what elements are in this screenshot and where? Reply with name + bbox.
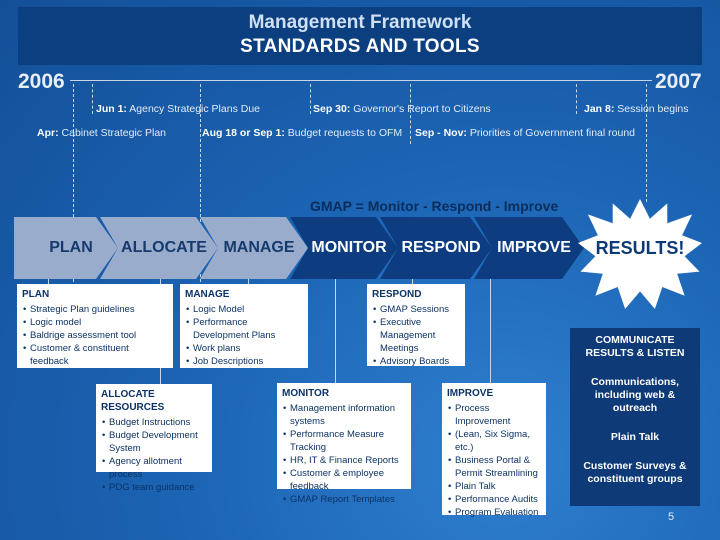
timeline-guide <box>200 84 201 282</box>
date-jun1: Jun 1: Agency Strategic Plans Due <box>96 103 261 115</box>
results-label: RESULTS! <box>595 238 685 258</box>
list-item: Strategic Plan guidelines <box>23 303 168 316</box>
list-item: Work plans <box>186 342 303 355</box>
list-item: Job Descriptions <box>186 355 303 368</box>
manage-box: MANAGE Logic Model Performance Developme… <box>180 284 308 368</box>
list-item: PDG team guidance <box>102 481 207 494</box>
list-item: Process Improvement <box>448 402 541 428</box>
header-banner: Management Framework STANDARDS AND TOOLS <box>18 7 702 65</box>
improve-box: IMPROVE Process Improvement (Lean, Six S… <box>442 383 546 519</box>
phase-allocate-label: ALLOCATE <box>121 239 207 256</box>
list-item: GMAP Sessions <box>373 303 460 316</box>
date-apr: Apr: Cabinet Strategic Plan <box>37 127 166 139</box>
list-item: Performance Development Plans <box>186 316 303 342</box>
timeline-guide <box>576 84 577 114</box>
list-item: (Lean, Six Sigma, etc.) <box>448 428 541 454</box>
list-item: HR, IT & Finance Reports <box>283 454 406 467</box>
respond-box-title: RESPOND <box>372 289 422 300</box>
communicate-panel: COMMUNICATE RESULTS & LISTEN Communicati… <box>570 328 700 506</box>
phase-respond-label: RESPOND <box>401 239 481 256</box>
phase-improve-label: IMPROVE <box>497 239 571 256</box>
list-item: Executive Management Meetings <box>373 316 460 355</box>
header-subtitle: STANDARDS AND TOOLS <box>240 36 480 57</box>
list-item: Performance Measure Tracking <box>283 428 406 454</box>
list-item: Customer & constituent feedback <box>23 342 168 368</box>
list-item: Program Evaluation <box>448 506 541 519</box>
list-item: Plain Talk <box>448 480 541 493</box>
phase-monitor-arrow: MONITOR <box>290 217 398 279</box>
list-item: Agency allotment process <box>102 455 207 481</box>
monitor-box-title: MONITOR <box>282 388 330 399</box>
date-sep-nov: Sep - Nov: Priorities of Government fina… <box>415 127 636 139</box>
phase-allocate-arrow: ALLOCATE <box>100 217 218 279</box>
timeline-guide <box>310 84 311 114</box>
monitor-box: MONITOR Management information systems P… <box>277 383 411 506</box>
year-end: 2007 <box>655 70 702 93</box>
connector-line <box>335 279 336 383</box>
list-item: Budget Instructions <box>102 416 207 429</box>
phase-plan-arrow: PLAN <box>14 217 118 279</box>
communicate-item: Customer Surveys & constituent groups <box>583 460 687 485</box>
list-item: Management information systems <box>283 402 406 428</box>
list-item: Logic model <box>23 316 168 329</box>
communicate-item: Plain Talk <box>610 431 660 443</box>
connector-line <box>248 279 249 285</box>
date-aug18: Aug 18 or Sep 1: Budget requests to OFM <box>202 127 403 139</box>
year-start: 2006 <box>18 70 65 93</box>
list-item: Business Portal & Permit Streamlining <box>448 454 541 480</box>
improve-box-title: IMPROVE <box>447 388 494 399</box>
connector-line <box>490 279 491 383</box>
phase-monitor-label: MONITOR <box>311 239 387 256</box>
phase-manage-arrow: MANAGE <box>200 217 308 279</box>
phase-respond-arrow: RESPOND <box>380 217 492 279</box>
communicate-title: COMMUNICATE RESULTS & LISTEN <box>585 334 685 359</box>
timeline-guide <box>92 84 93 114</box>
page-number: 5 <box>668 511 675 523</box>
timeline-line <box>70 80 652 81</box>
phase-plan-label: PLAN <box>49 239 93 256</box>
timeline-guide <box>410 84 411 144</box>
connector-line <box>48 279 49 285</box>
date-jan8: Jan 8: Session begins <box>584 103 689 115</box>
list-item: Advisory Boards <box>373 355 460 368</box>
list-item: Baldrige assessment tool <box>23 329 168 342</box>
list-item: GMAP Report Templates <box>283 493 406 506</box>
phase-manage-label: MANAGE <box>223 239 295 256</box>
list-item: Customer & employee feedback <box>283 467 406 493</box>
list-item: Logic Model <box>186 303 303 316</box>
plan-box: PLAN Strategic Plan guidelines Logic mod… <box>17 284 173 368</box>
list-item: Budget Development System <box>102 429 207 455</box>
communicate-item: Communications, including web & outreach <box>590 376 680 414</box>
list-item: Performance Audits <box>448 493 541 506</box>
timeline-guide <box>646 84 647 202</box>
manage-box-title: MANAGE <box>185 289 230 300</box>
phase-improve-arrow: IMPROVE <box>474 217 584 279</box>
gmap-formula: GMAP = Monitor - Respond - Improve <box>310 198 559 214</box>
plan-box-title: PLAN <box>22 289 50 300</box>
allocate-box-title: ALLOCATE RESOURCES <box>101 389 165 413</box>
allocate-box: ALLOCATE RESOURCES Budget Instructions B… <box>96 384 212 494</box>
timeline-guide <box>73 84 74 282</box>
respond-box: RESPOND GMAP Sessions Executive Manageme… <box>367 284 465 368</box>
date-sep30: Sep 30: Governor's Report to Citizens <box>313 103 491 115</box>
connector-line <box>412 279 413 285</box>
header-title: Management Framework <box>248 12 472 33</box>
